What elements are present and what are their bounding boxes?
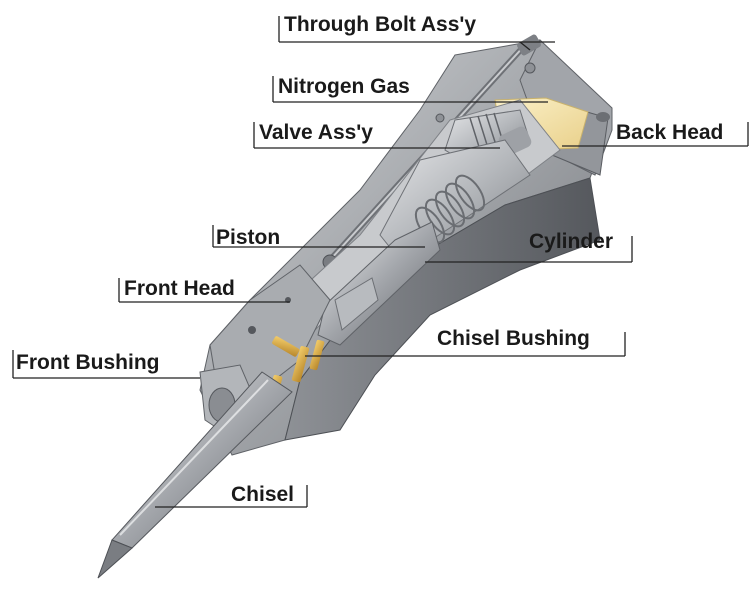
labels: Through Bolt Ass'y Nitrogen Gas Valve As… [16, 13, 723, 506]
label-back-head: Back Head [616, 121, 723, 144]
label-chisel-bushing: Chisel Bushing [437, 327, 590, 350]
label-front-bushing: Front Bushing [16, 351, 159, 374]
label-through-bolt: Through Bolt Ass'y [284, 13, 476, 36]
label-valve-assy: Valve Ass'y [259, 121, 373, 144]
label-cylinder: Cylinder [529, 230, 613, 253]
label-piston: Piston [216, 226, 280, 249]
label-nitrogen-gas: Nitrogen Gas [278, 75, 410, 98]
label-front-head: Front Head [124, 277, 235, 300]
label-chisel: Chisel [231, 483, 294, 506]
leader-lines [12, 16, 749, 508]
chisel-tool [97, 371, 293, 579]
